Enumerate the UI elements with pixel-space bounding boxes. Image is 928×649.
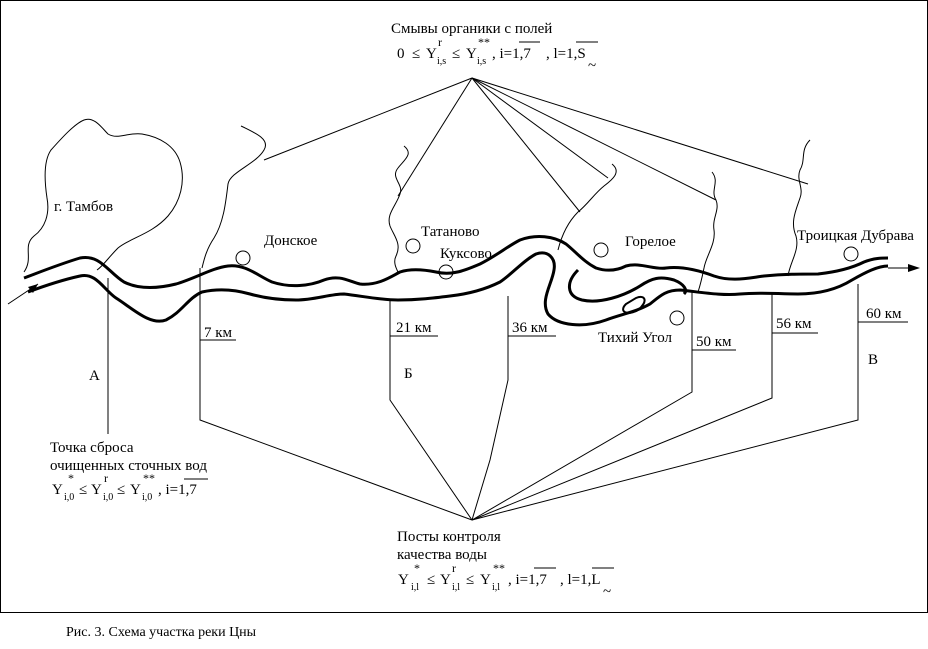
runoff-formula: 0 ≤ Y r i,s ≤ Y ** i,s , i=1,7 , l=1,S ~ bbox=[397, 35, 598, 74]
svg-text:r: r bbox=[438, 35, 442, 49]
discharge-title-line2: очищенных сточных вод bbox=[50, 458, 207, 474]
svg-text:≤: ≤ bbox=[117, 482, 125, 498]
distance-7km: 7 км bbox=[204, 325, 233, 341]
svg-text:r: r bbox=[452, 561, 456, 575]
point-b-label: Б bbox=[404, 366, 413, 382]
svg-text:Y: Y bbox=[398, 572, 409, 588]
svg-text:i,l: i,l bbox=[492, 582, 500, 593]
svg-text:i,0: i,0 bbox=[142, 492, 152, 503]
distance-56km: 56 км bbox=[776, 316, 812, 332]
svg-text:≤: ≤ bbox=[412, 46, 420, 62]
svg-text:i,0: i,0 bbox=[64, 492, 74, 503]
discharge-title-line1: Точка сброса bbox=[50, 440, 134, 456]
svg-text:i,s: i,s bbox=[437, 56, 446, 67]
svg-text:**: ** bbox=[493, 561, 505, 575]
river-north-bank bbox=[23, 235, 889, 289]
donskoe-marker bbox=[235, 250, 251, 266]
goreloe-marker bbox=[593, 242, 609, 258]
svg-text:r: r bbox=[104, 471, 108, 485]
distance-21km: 21 км bbox=[396, 320, 432, 336]
svg-text:0: 0 bbox=[397, 46, 405, 62]
river-island bbox=[622, 296, 646, 314]
svg-text:*: * bbox=[414, 561, 420, 575]
svg-text:, l=1,L: , l=1,L bbox=[560, 572, 601, 588]
svg-text:**: ** bbox=[478, 35, 490, 49]
runoff-lines bbox=[263, 77, 809, 213]
svg-text:i,s: i,s bbox=[477, 56, 486, 67]
svg-text:Y: Y bbox=[466, 46, 477, 62]
tributary-tatanovo bbox=[388, 145, 409, 273]
svg-text:, i=1,7: , i=1,7 bbox=[508, 572, 547, 588]
tributary-troitskaya bbox=[787, 139, 811, 277]
tikhiy-ugol-label: Тихий Угол bbox=[598, 330, 673, 346]
runoff-title: Смывы органики с полей bbox=[391, 21, 552, 37]
river-loop bbox=[568, 268, 688, 303]
tatanovo-marker bbox=[405, 238, 421, 254]
river-south-bank bbox=[27, 251, 889, 327]
svg-text:*: * bbox=[68, 471, 74, 485]
goreloe-label: Горелое bbox=[625, 234, 676, 250]
discharge-formula: Y * i,0 ≤ Y r i,0 ≤ Y ** i,0 , i=1,7 bbox=[52, 471, 208, 503]
inflow-arrowhead bbox=[28, 284, 38, 293]
distance-60km: 60 км bbox=[866, 306, 902, 322]
tambov-city-outline bbox=[23, 118, 183, 273]
tributary-tikhiy-ugol bbox=[697, 171, 718, 293]
posts-formula: Y * i,l ≤ Y r i,l ≤ Y ** i,l , i=1,7 , l… bbox=[398, 561, 614, 600]
tatanovo-label: Татаново bbox=[421, 224, 479, 240]
svg-text:~: ~ bbox=[603, 584, 611, 600]
svg-text:, l=1,S: , l=1,S bbox=[546, 46, 586, 62]
tributary-donskoe bbox=[201, 125, 266, 269]
svg-text:**: ** bbox=[143, 471, 155, 485]
kuksovo-marker bbox=[438, 264, 454, 280]
point-a-label: А bbox=[89, 368, 100, 384]
kuksovo-label: Куксово bbox=[440, 246, 492, 262]
svg-text:Y: Y bbox=[52, 482, 63, 498]
tikhiy-ugol-marker bbox=[669, 310, 685, 326]
distance-36km: 36 км bbox=[512, 320, 548, 336]
tambov-label: г. Тамбов bbox=[54, 199, 113, 215]
point-v-label: В bbox=[868, 352, 878, 368]
svg-text:≤: ≤ bbox=[79, 482, 87, 498]
svg-text:Y: Y bbox=[440, 572, 451, 588]
svg-text:i,l: i,l bbox=[452, 582, 460, 593]
outflow-arrowhead bbox=[908, 264, 920, 272]
figure-frame bbox=[0, 0, 928, 613]
svg-text:Y: Y bbox=[91, 482, 102, 498]
svg-text:, i=1,7: , i=1,7 bbox=[158, 482, 197, 498]
svg-text:i,0: i,0 bbox=[103, 492, 113, 503]
posts-title-line1: Посты контроля bbox=[397, 529, 501, 545]
svg-text:≤: ≤ bbox=[427, 572, 435, 588]
svg-text:i,l: i,l bbox=[411, 582, 419, 593]
distance-underlines bbox=[200, 321, 908, 351]
donskoe-label: Донское bbox=[264, 233, 318, 249]
troitskaya-marker bbox=[843, 246, 859, 262]
figure-caption: Рис. 3. Схема участка реки Цны bbox=[66, 625, 257, 640]
tributary-goreloe bbox=[557, 163, 617, 251]
svg-text:≤: ≤ bbox=[466, 572, 474, 588]
troitskaya-label: Троицкая Дубрава bbox=[797, 228, 914, 244]
distance-50km: 50 км bbox=[696, 334, 732, 350]
svg-text:Y: Y bbox=[426, 46, 437, 62]
svg-text:~: ~ bbox=[588, 58, 596, 74]
posts-title-line2: качества воды bbox=[397, 547, 487, 563]
svg-text:Y: Y bbox=[130, 482, 141, 498]
control-post-lines bbox=[199, 268, 859, 521]
svg-text:≤: ≤ bbox=[452, 46, 460, 62]
svg-text:Y: Y bbox=[480, 572, 491, 588]
svg-text:, i=1,7: , i=1,7 bbox=[492, 46, 531, 62]
